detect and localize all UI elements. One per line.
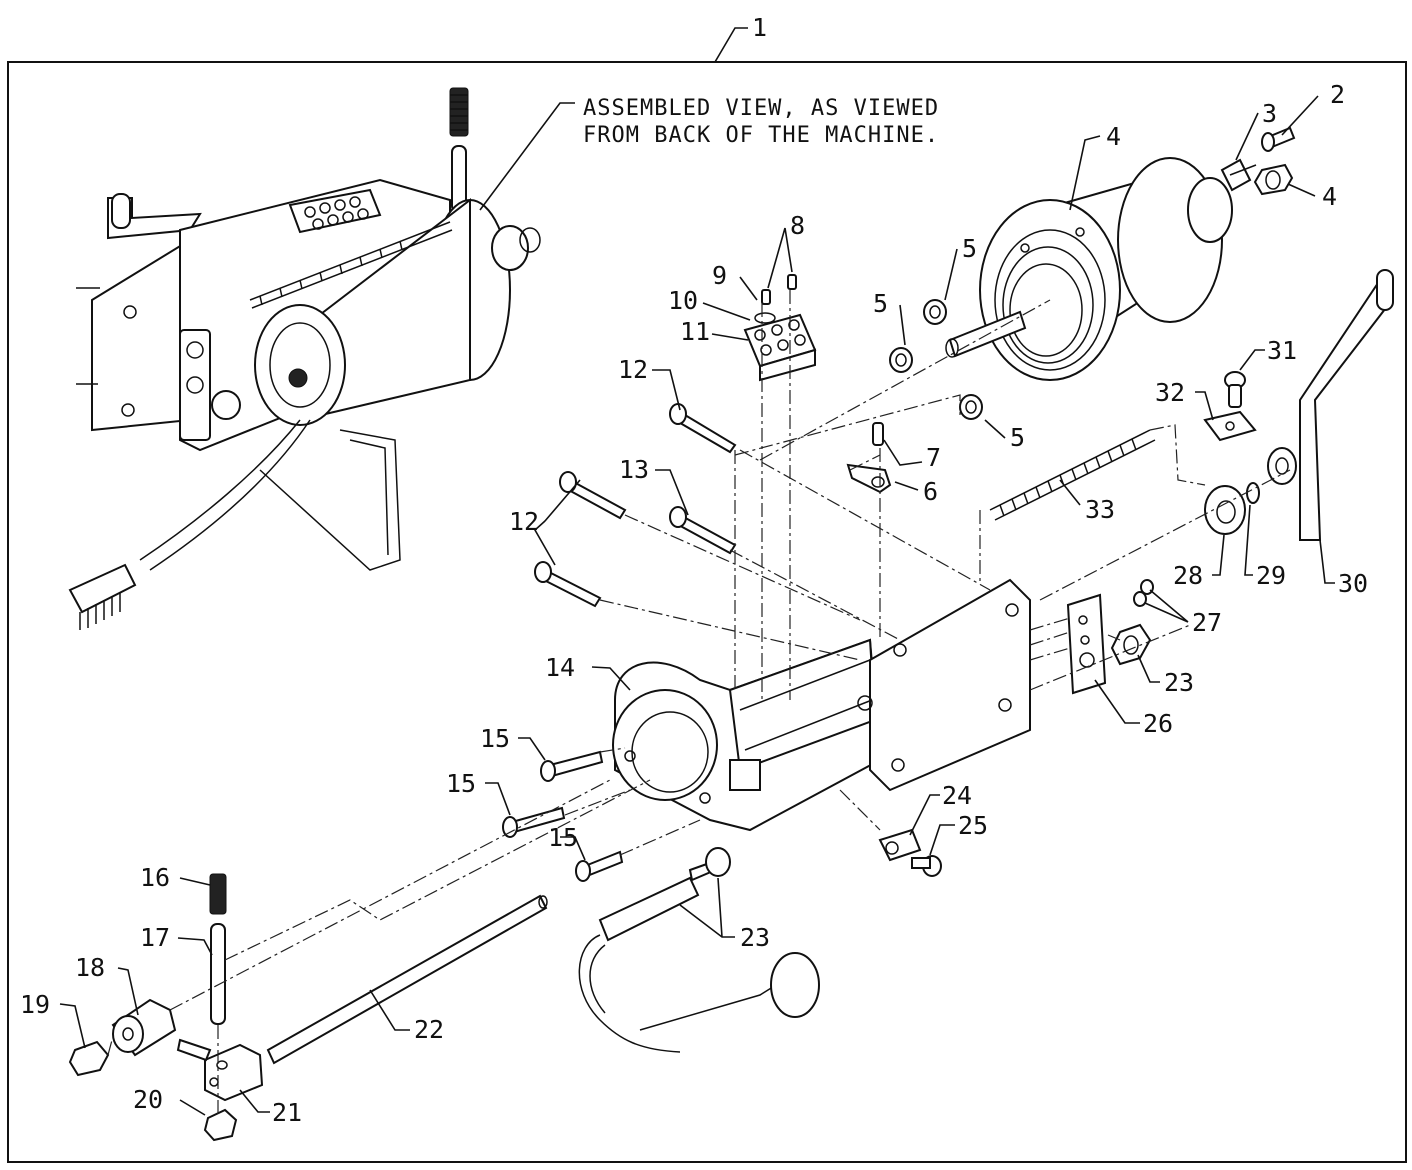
spring-33 bbox=[989, 429, 1156, 521]
callout-23-bracket: 23 bbox=[1164, 668, 1194, 697]
callout-8: 8 bbox=[790, 211, 805, 240]
callout-5-top: 5 bbox=[962, 234, 977, 263]
callout-2: 2 bbox=[1330, 80, 1345, 109]
main-housing-14 bbox=[612, 578, 1031, 832]
callout-32: 32 bbox=[1155, 378, 1185, 407]
cable-assembly bbox=[578, 847, 820, 1053]
callout-13: 13 bbox=[619, 455, 649, 484]
solenoid-assembly bbox=[945, 157, 1233, 381]
alignment-lines bbox=[107, 290, 1291, 1115]
callout-24: 24 bbox=[942, 781, 972, 810]
rod-22 bbox=[266, 894, 548, 1065]
callout-23-cable: 23 bbox=[740, 923, 770, 952]
callout-30: 30 bbox=[1338, 569, 1368, 598]
callout-25: 25 bbox=[958, 811, 988, 840]
callout-27: 27 bbox=[1192, 608, 1222, 637]
callout-22: 22 bbox=[414, 1015, 444, 1044]
clip-24-screw-25 bbox=[878, 828, 942, 877]
callout-15-bottom: 15 bbox=[548, 823, 578, 852]
callout-15-top: 15 bbox=[480, 724, 510, 753]
callout-labels: 1 2 3 4 4 5 5 5 6 7 8 9 10 11 12 12 13 1… bbox=[20, 13, 1368, 1127]
callout-3: 3 bbox=[1262, 99, 1277, 128]
callout-5-left: 5 bbox=[873, 289, 888, 318]
bracket-26 bbox=[1066, 579, 1154, 695]
callout-16: 16 bbox=[140, 863, 170, 892]
callout-18: 18 bbox=[75, 953, 105, 982]
callout-21: 21 bbox=[272, 1098, 302, 1127]
callout-31: 31 bbox=[1267, 336, 1297, 365]
hardware-2-3-4 bbox=[1220, 126, 1296, 196]
callout-9: 9 bbox=[712, 261, 727, 290]
callout-6: 6 bbox=[923, 477, 938, 506]
callout-33: 33 bbox=[1085, 495, 1115, 524]
bushings-5 bbox=[889, 299, 983, 420]
washer-28 bbox=[1204, 485, 1246, 535]
assembled-view-note-line-2: FROM BACK OF THE MACHINE. bbox=[583, 123, 939, 148]
assembled-view-note-line-1: ASSEMBLED VIEW, AS VIEWED bbox=[583, 96, 939, 121]
clip-6-screw-7 bbox=[846, 422, 892, 494]
lower-hardware bbox=[68, 873, 264, 1142]
callout-11: 11 bbox=[680, 317, 710, 346]
callout-29: 29 bbox=[1256, 561, 1286, 590]
callout-28: 28 bbox=[1173, 561, 1203, 590]
callout-12-top: 12 bbox=[618, 355, 648, 384]
callout-1: 1 bbox=[752, 13, 767, 42]
callout-4-nut: 4 bbox=[1322, 182, 1337, 211]
callout-14: 14 bbox=[545, 653, 575, 682]
drawing-frame bbox=[7, 61, 1407, 1163]
callout-5-bottom: 5 bbox=[1010, 423, 1025, 452]
callout-leaders bbox=[59, 27, 1335, 1116]
callout-19: 19 bbox=[20, 990, 50, 1019]
screws-12-13 bbox=[534, 403, 737, 608]
callout-10: 10 bbox=[668, 286, 698, 315]
ring-29 bbox=[1246, 482, 1260, 504]
callout-12-left: 12 bbox=[509, 507, 539, 536]
callout-15-mid: 15 bbox=[446, 769, 476, 798]
callout-17: 17 bbox=[140, 923, 170, 952]
callout-26: 26 bbox=[1143, 709, 1173, 738]
lever-30 bbox=[1267, 269, 1394, 541]
callout-20: 20 bbox=[133, 1085, 163, 1114]
callout-4-solenoid: 4 bbox=[1106, 122, 1121, 151]
terminal-block-11 bbox=[743, 274, 817, 382]
screws-15 bbox=[502, 750, 624, 882]
assembled-view bbox=[68, 87, 541, 630]
callout-7: 7 bbox=[926, 443, 941, 472]
latch-plate-32 bbox=[1203, 371, 1257, 442]
